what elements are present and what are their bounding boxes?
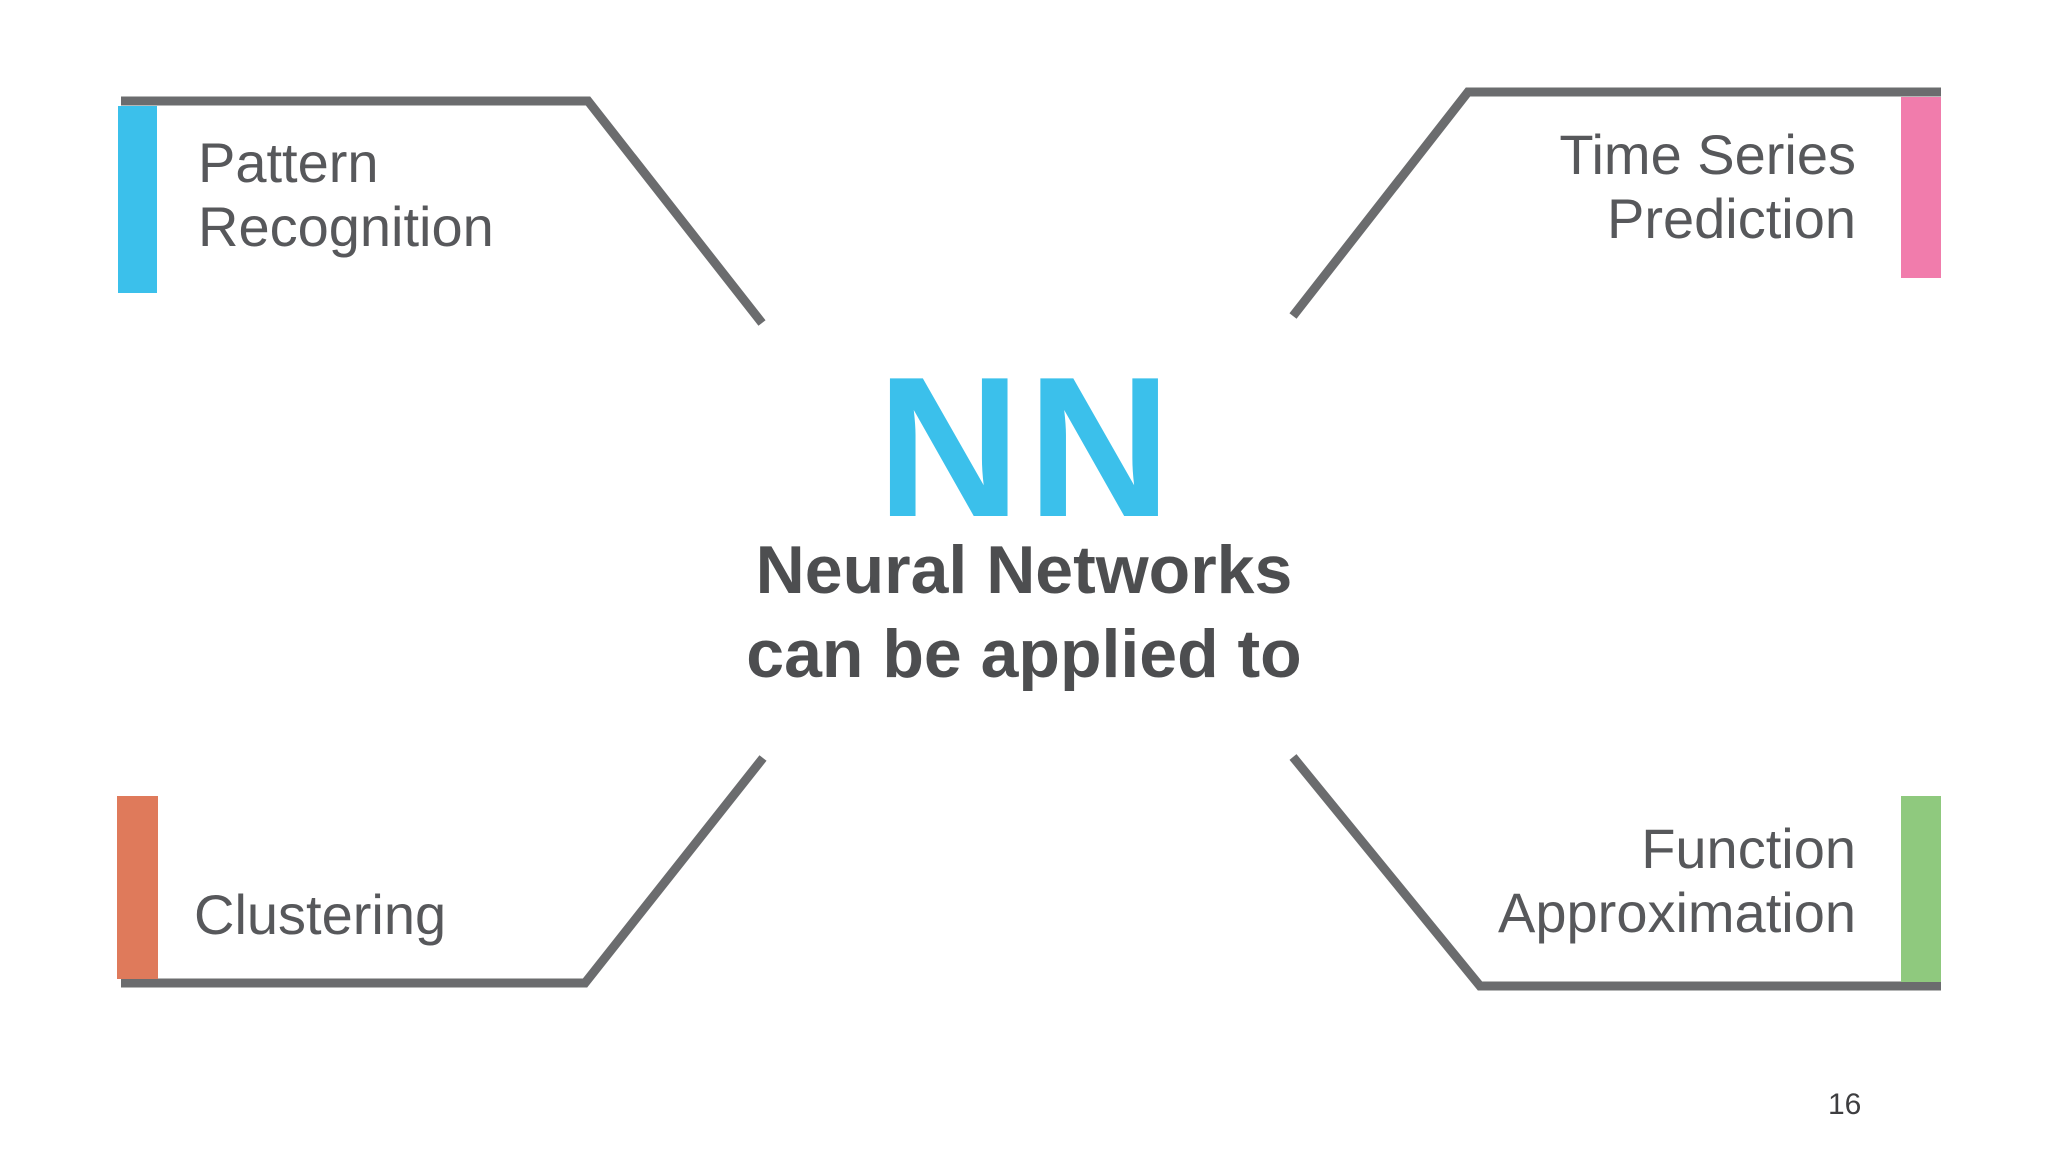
label-pattern-recognition: Pattern Recognition <box>198 131 494 258</box>
connector-line-top-left <box>121 96 766 326</box>
time-series-prediction-color-bar <box>1901 97 1941 278</box>
label-time-series-prediction: Time Series Prediction <box>1559 123 1856 250</box>
center-subtitle-line1: Neural Networks <box>755 532 1293 608</box>
label-function-approximation: Function Approximation <box>1498 817 1856 944</box>
connector-line-top-right <box>1289 87 1941 319</box>
connector-line-bottom-right <box>1289 754 1941 991</box>
page-number: 16 <box>1828 1088 1862 1121</box>
connector-line-bottom-left <box>121 755 767 988</box>
label-clustering: Clustering <box>194 883 447 946</box>
clustering-color-bar <box>117 796 158 979</box>
center-acronym-nn: NN <box>876 336 1178 559</box>
function-approximation-color-bar <box>1901 796 1941 982</box>
pattern-recognition-color-bar <box>118 106 157 293</box>
center-subtitle-line2: can be applied to <box>746 616 1302 692</box>
